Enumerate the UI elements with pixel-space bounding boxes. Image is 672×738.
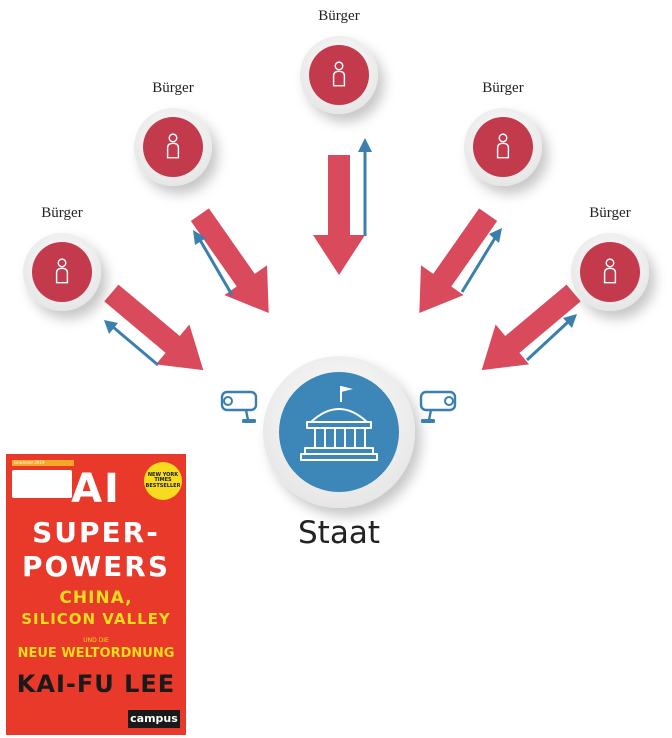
citizen-node-upper-left xyxy=(134,108,212,186)
award-seals: Gewinner 2019 xyxy=(12,460,74,500)
book-title-line2: SUPER- xyxy=(32,516,160,549)
red-arrow-upper-right xyxy=(419,208,498,313)
book-subtitle-line2: SILICON VALLEY xyxy=(21,610,171,628)
book-subtitle-line3: NEUE WELTORDNUNG xyxy=(17,646,175,661)
book-author: KAI-FU LEE xyxy=(16,670,176,698)
blue-arrow-right xyxy=(525,314,577,362)
citizen-label-right: Bürger xyxy=(589,205,631,221)
bestseller-badge: NEW YORK TIMES BESTSELLER xyxy=(144,462,182,500)
state-label: Staat xyxy=(298,515,380,551)
state-node xyxy=(263,356,415,508)
red-arrow-right xyxy=(481,284,581,371)
book-subtitle-line1: CHINA, xyxy=(59,588,133,608)
blue-arrows xyxy=(104,138,577,367)
citizen-node-right xyxy=(571,233,649,311)
government-building-icon xyxy=(300,386,378,461)
blue-arrow-upper-right xyxy=(460,228,502,293)
red-arrows xyxy=(104,155,581,371)
book-title-line3: POWERS xyxy=(21,550,171,583)
award-logos xyxy=(12,470,72,498)
citizen-label-upper-right: Bürger xyxy=(482,80,524,96)
publisher-logo: campus xyxy=(128,710,180,728)
surveillance-camera-icon-left xyxy=(220,390,258,424)
citizen-label-top: Bürger xyxy=(318,8,360,24)
book-cover: Gewinner 2019 NEW YORK TIMES BESTSELLER … xyxy=(6,454,186,735)
book-title-line1: AI xyxy=(71,466,121,512)
red-arrow-top xyxy=(313,155,365,275)
citizen-node-left xyxy=(23,233,101,311)
surveillance-camera-icon-right xyxy=(419,390,457,424)
award-strip: Gewinner 2019 xyxy=(12,460,74,466)
red-arrow-upper-left xyxy=(190,208,269,313)
citizen-label-upper-left: Bürger xyxy=(152,80,194,96)
book-connector: UND DIE xyxy=(83,637,109,644)
citizen-label-left: Bürger xyxy=(41,205,83,221)
blue-arrow-left xyxy=(104,320,159,367)
citizen-node-top xyxy=(300,36,378,114)
citizen-node-upper-right xyxy=(464,108,542,186)
blue-arrow-upper-left xyxy=(193,230,234,296)
blue-arrow-top xyxy=(358,138,372,236)
red-arrow-left xyxy=(104,284,204,371)
